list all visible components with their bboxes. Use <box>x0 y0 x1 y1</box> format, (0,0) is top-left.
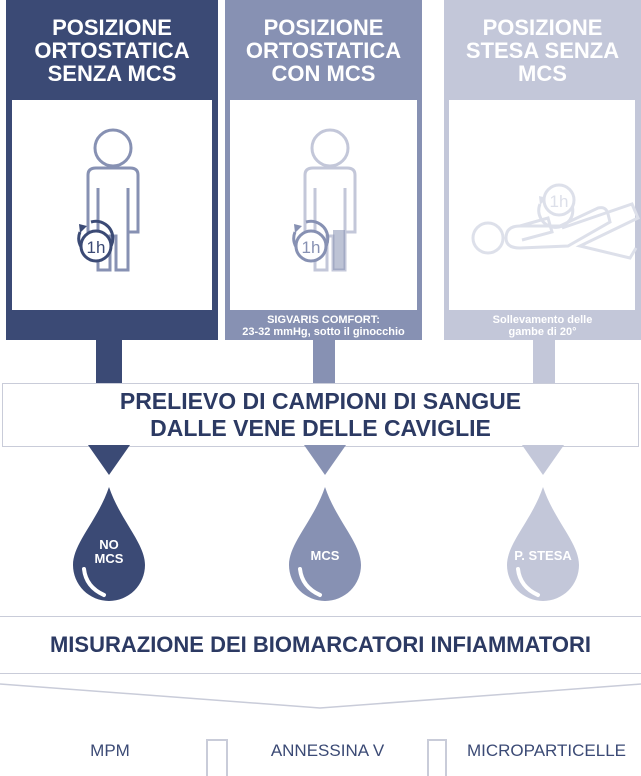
blood-drop-icon <box>507 487 579 601</box>
timer-icon: 1h <box>292 219 330 263</box>
arrow-down-icon <box>522 445 564 475</box>
drop-highlight <box>82 567 106 597</box>
arrow-down-icon <box>88 445 130 475</box>
column-3-caption: Sollevamento delle gambe di 20° <box>492 314 593 338</box>
column-3-panel <box>449 100 635 310</box>
timer-icon: 1h <box>537 183 576 229</box>
connector-line <box>313 340 335 384</box>
column-2-panel <box>230 100 417 310</box>
drop-label-lying: P. STESA <box>514 548 572 563</box>
biomarkers-title: MISURAZIONE DEI BIOMARCATORI INFIAMMATOR… <box>0 616 641 674</box>
connector-line <box>533 340 555 384</box>
timer-label: 1h <box>550 192 569 211</box>
drop-label-no-mcs: NO MCS <box>94 537 124 566</box>
drops-layer <box>73 445 579 601</box>
timer-label: 1h <box>87 238 106 257</box>
markers-frame <box>0 683 641 776</box>
drop-label-mcs: MCS <box>310 548 340 563</box>
timer-label: 1h <box>302 238 321 257</box>
marker-microparticles: MICROPARTICELLE <box>466 741 627 760</box>
column-2-title: POSIZIONE ORTOSTATICA CON MCS <box>245 14 402 86</box>
blood-drop-icon <box>73 487 145 601</box>
marker-annexin: ANNESSINA V <box>270 741 385 760</box>
compression-stocking-icon <box>333 230 345 270</box>
marker-mpm: MPM <box>90 741 130 760</box>
drop-highlight <box>516 567 540 597</box>
timer-icon: 1h <box>77 219 115 263</box>
connector-line <box>96 340 122 384</box>
blood-sampling-banner: PRELIEVO DI CAMPIONI DI SANGUE DALLE VEN… <box>2 383 639 447</box>
column-1-title: POSIZIONE ORTOSTATICA SENZA MCS <box>34 14 190 86</box>
blood-drop-icon <box>289 487 361 601</box>
column-2-caption: SIGVARIS COMFORT: 23-32 mmHg, sotto il g… <box>242 314 405 338</box>
arrow-down-icon <box>304 445 346 475</box>
column-3-title: POSIZIONE STESA SENZA MCS <box>465 14 620 86</box>
column-1-panel <box>12 100 212 310</box>
drop-highlight <box>298 567 322 597</box>
figures-layer: 1h 1h 1h <box>77 128 640 272</box>
